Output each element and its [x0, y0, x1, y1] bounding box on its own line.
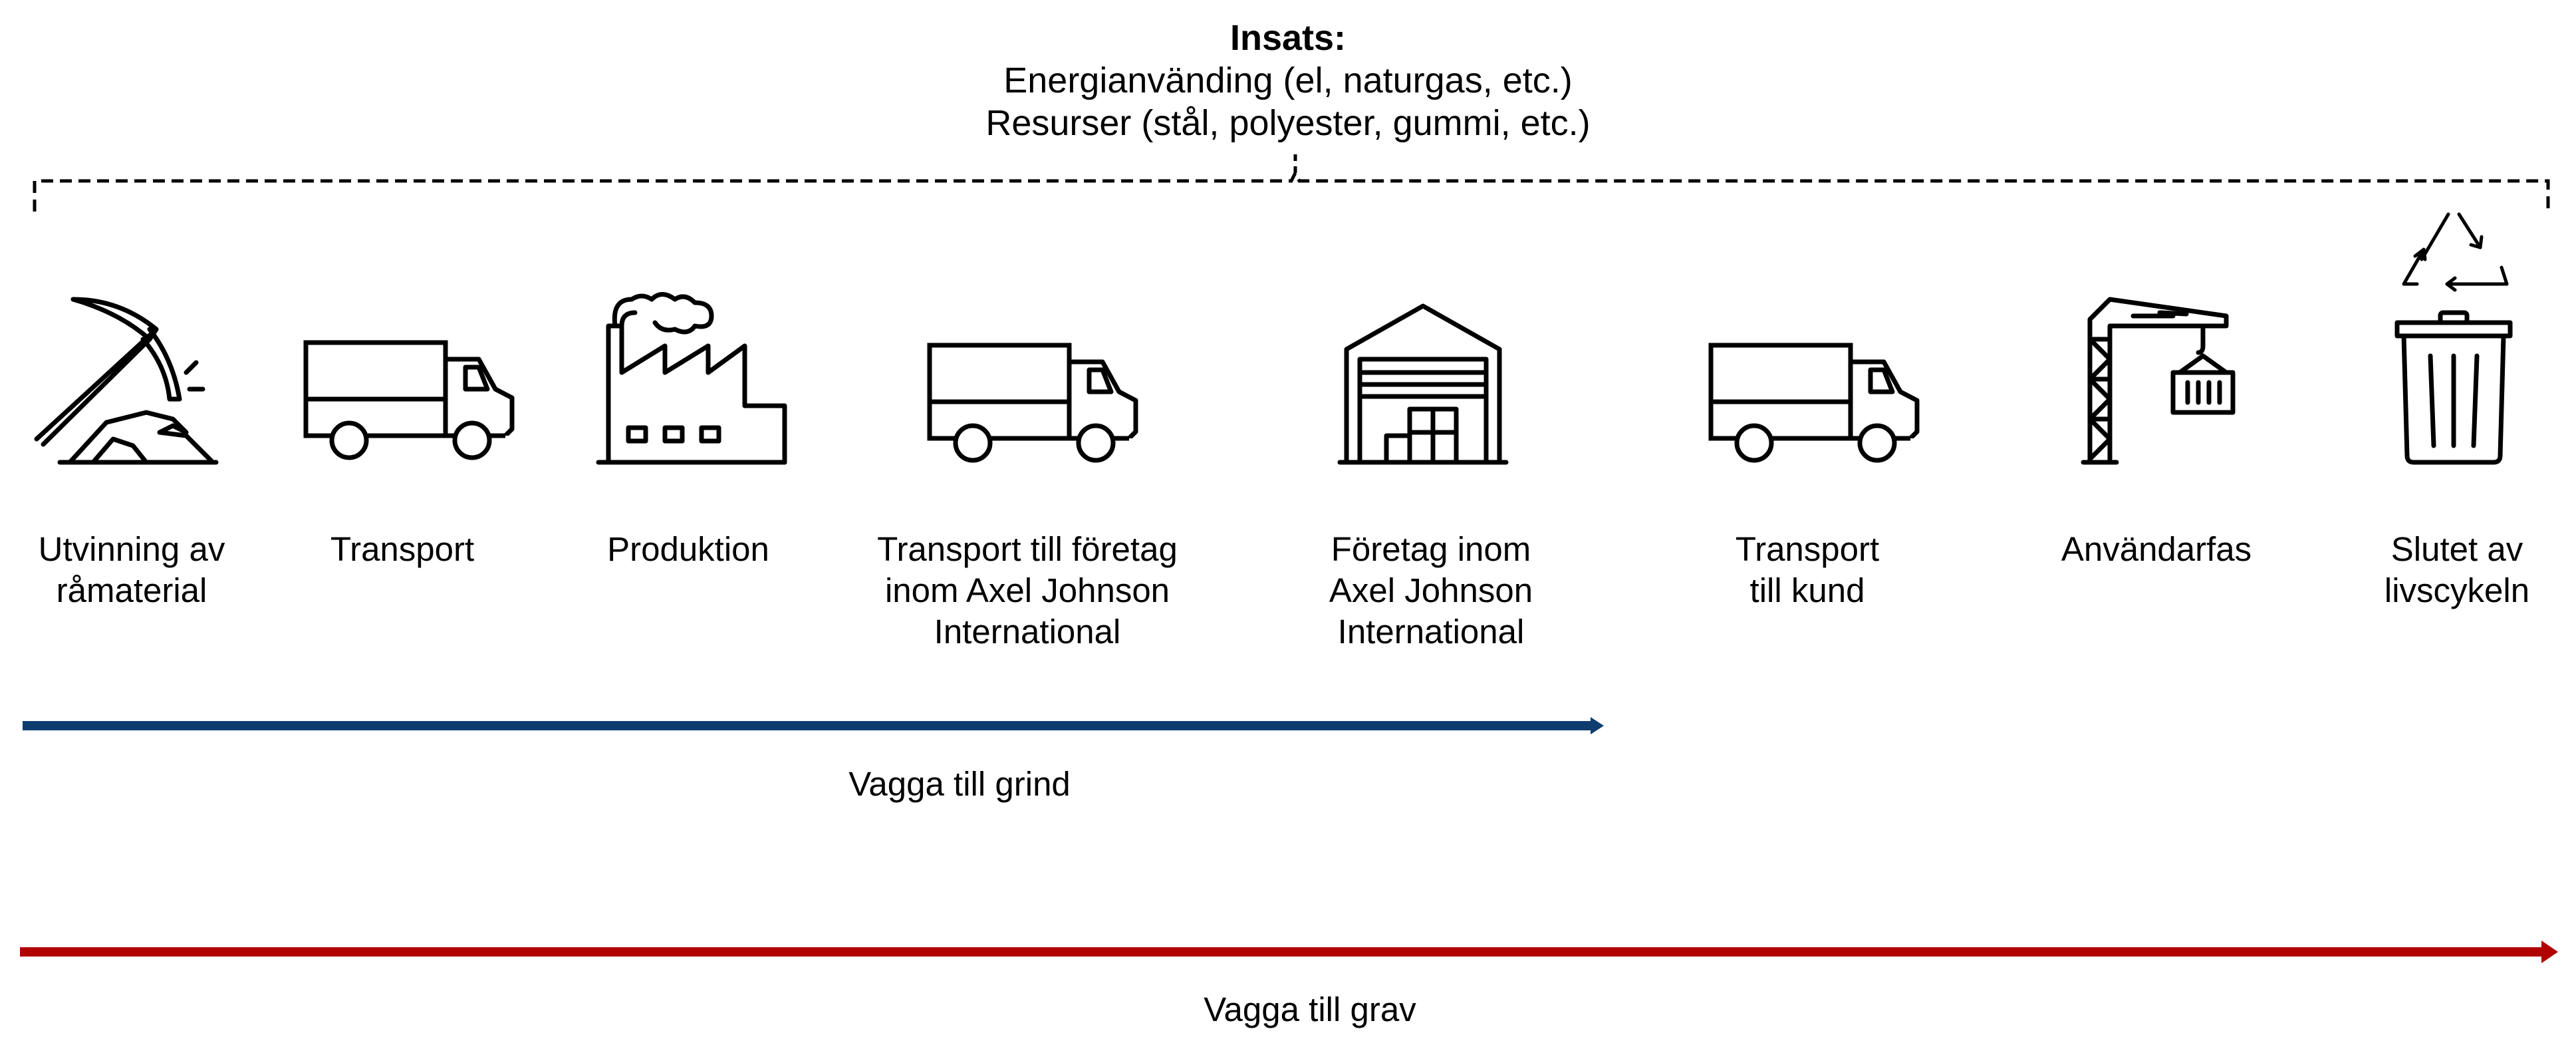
stage-label-company: Företag inom Axel Johnson International [1329, 530, 1533, 651]
stage-label-raw-material: Utvinning av råmaterial [38, 530, 225, 609]
cradle-to-gate-label: Vagga till grind [848, 765, 1071, 803]
recycle-bin-icon [2394, 212, 2513, 465]
stage-label-end-of-life: Slutet av livscykeln [2384, 530, 2530, 609]
pickaxe-icon [34, 297, 219, 465]
cradle-to-grave-arrow [20, 941, 2558, 963]
stage-label-production: Produktion [607, 530, 769, 568]
input-title: Insats: [1229, 18, 1347, 58]
crane-icon [2081, 297, 2236, 465]
truck-icon [1711, 345, 1917, 460]
stage-label-transport: Transport [330, 530, 475, 568]
stage-label-use-phase: Användarfas [2061, 530, 2252, 568]
stage-label-transport-to-company: Transport till företag inom Axel Johnson… [877, 530, 1178, 651]
factory-icon [596, 292, 787, 465]
cradle-to-grave-label: Vagga till grav [1204, 990, 1416, 1028]
stage-label-transport-to-customer: Transport till kund [1735, 530, 1880, 609]
input-energy-line: Energianvänding (el, naturgas, etc.) [1003, 61, 1573, 100]
input-bracket [33, 169, 2550, 212]
truck-icon [930, 345, 1136, 460]
warehouse-icon [1337, 303, 1509, 465]
cradle-to-gate-arrow [23, 717, 1604, 734]
truck-icon [306, 343, 512, 458]
input-resources-line: Resurser (stål, polyester, gummi, etc.) [985, 103, 1591, 143]
